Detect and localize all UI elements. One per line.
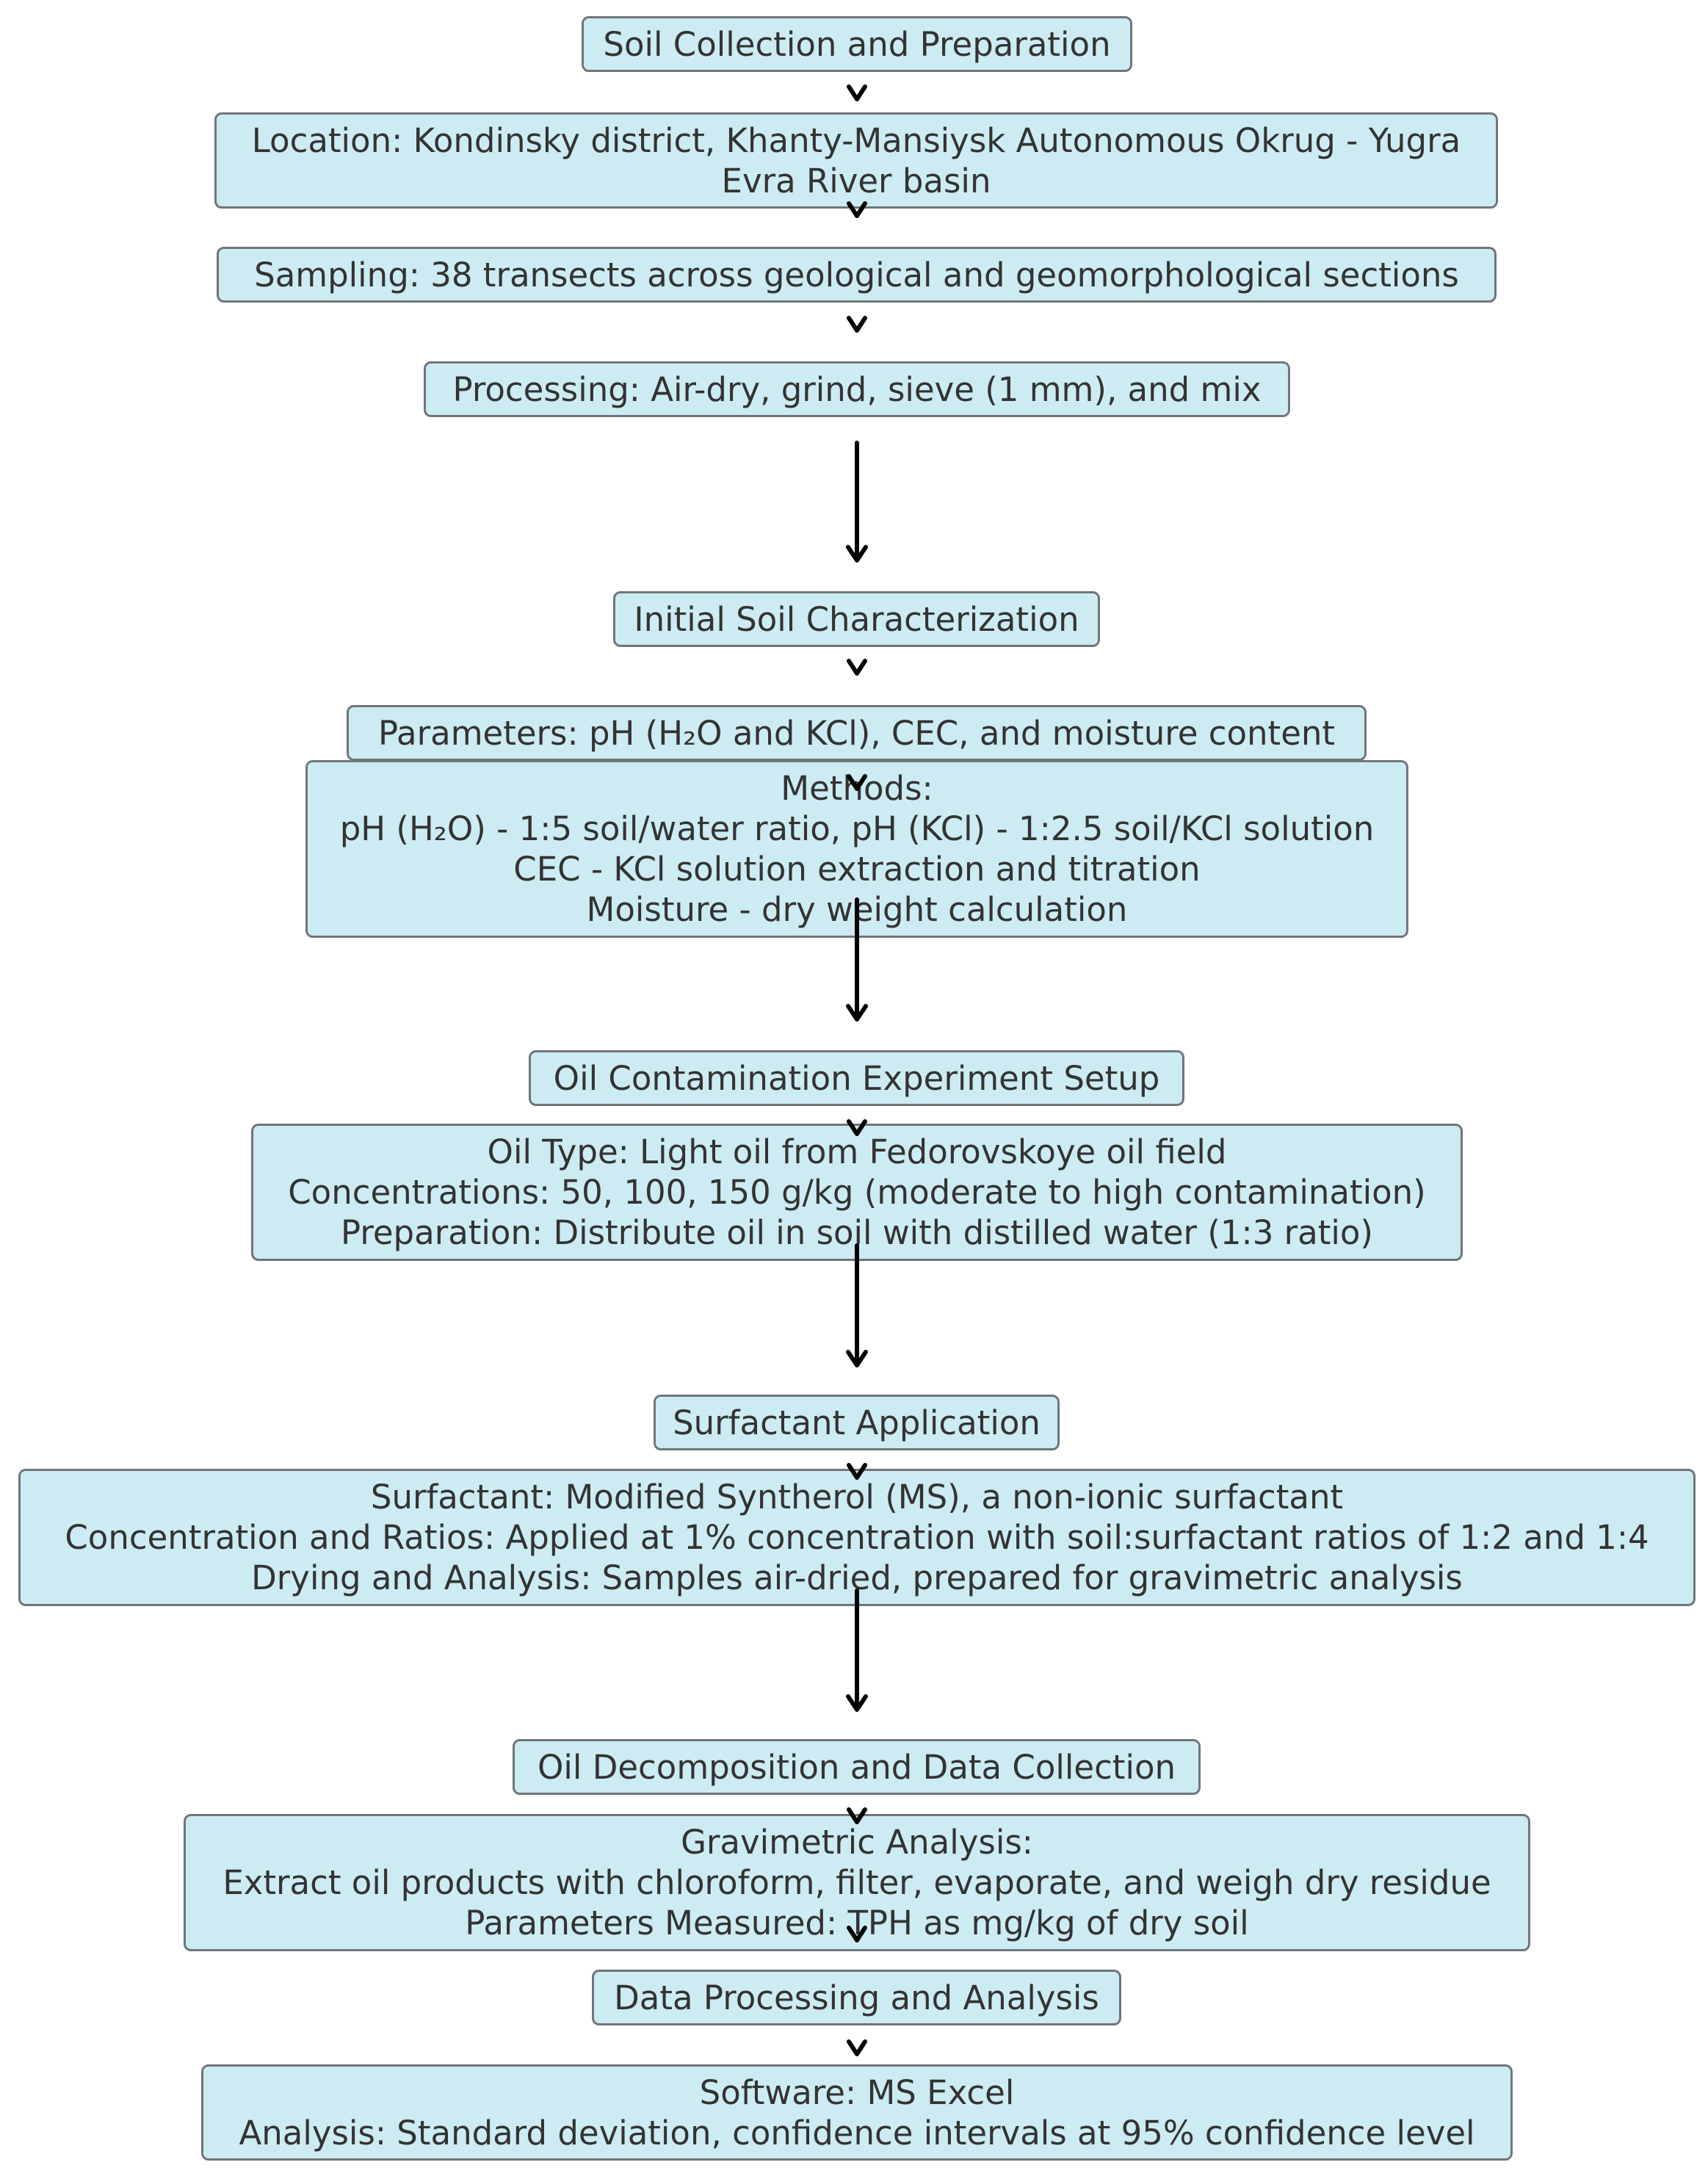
node-text-line: Oil Type: Light oil from Fedorovskoye oi… <box>487 1132 1227 1171</box>
node-text-line: Drying and Analysis: Samples air-dried, … <box>251 1558 1463 1597</box>
node-text-line: Surfactant Application <box>673 1403 1041 1442</box>
node-processing: Processing: Air-dry, grind, sieve (1 mm)… <box>424 361 1290 417</box>
node-initial-characterization: Initial Soil Characterization <box>613 591 1100 647</box>
arrow-soil-to-location <box>847 84 867 101</box>
node-parameters: Parameters: pH (H₂O and KCl), CEC, and m… <box>347 705 1367 761</box>
node-text-line: Software: MS Excel <box>699 2072 1015 2112</box>
node-text-line: Sampling: 38 transects across geological… <box>254 255 1459 294</box>
node-text-line: Evra River basin <box>721 161 991 200</box>
node-text-line: Oil Contamination Experiment Setup <box>553 1058 1160 1098</box>
node-text-line: CEC - KCl solution extraction and titrat… <box>513 850 1201 889</box>
arrow-initial-to-parameters <box>847 659 867 676</box>
node-sampling: Sampling: 38 transects across geological… <box>217 247 1497 303</box>
node-text-line: pH (H₂O) - 1:5 soil/water ratio, pH (KCl… <box>339 809 1375 848</box>
node-text-line: Initial Soil Characterization <box>634 599 1079 639</box>
node-text-line: Methods: <box>781 769 933 808</box>
node-oil-decomposition: Oil Decomposition and Data Collection <box>513 1739 1201 1795</box>
node-oil-type: Oil Type: Light oil from Fedorovskoye oi… <box>251 1124 1463 1261</box>
node-oil-setup: Oil Contamination Experiment Setup <box>529 1050 1184 1106</box>
node-text-line: Concentrations: 50, 100, 150 g/kg (moder… <box>288 1173 1426 1212</box>
node-text-line: Location: Kondinsky district, Khanty-Man… <box>251 120 1461 160</box>
node-text-line: Preparation: Distribute oil in soil with… <box>341 1213 1373 1252</box>
node-surfactant-application: Surfactant Application <box>654 1395 1060 1450</box>
node-text-line: Oil Decomposition and Data Collection <box>537 1747 1176 1787</box>
node-text-line: Data Processing and Analysis <box>614 1978 1099 2017</box>
node-gravimetric: Gravimetric Analysis: Extract oil produc… <box>184 1814 1530 1951</box>
node-methods: Methods: pH (H₂O) - 1:5 soil/water ratio… <box>305 760 1408 938</box>
arrow-data-to-software <box>847 2039 867 2056</box>
node-text-line: Soil Collection and Preparation <box>603 24 1111 64</box>
node-surfactant: Surfactant: Modified Syntherol (MS), a n… <box>18 1469 1696 1606</box>
node-text-line: Parameters Measured: TPH as mg/kg of dry… <box>465 1904 1249 1942</box>
arrow-processing-to-initial <box>846 441 868 563</box>
node-location: Location: Kondinsky district, Khanty-Man… <box>214 112 1498 209</box>
node-data-processing: Data Processing and Analysis <box>592 1970 1121 2025</box>
node-text-line: Concentration and Ratios: Applied at 1% … <box>65 1518 1649 1557</box>
node-text-line: Moisture - dry weight calculation <box>586 890 1128 929</box>
arrow-surfactant-to-decomp <box>846 1588 868 1712</box>
node-text-line: Surfactant: Modified Syntherol (MS), a n… <box>370 1478 1344 1517</box>
node-text-line: Processing: Air-dry, grind, sieve (1 mm)… <box>452 369 1262 409</box>
node-text-line: Extract oil products with chloroform, fi… <box>222 1863 1491 1902</box>
node-text-line: Gravimetric Analysis: <box>681 1823 1033 1862</box>
node-soil-collection: Soil Collection and Preparation <box>582 16 1132 72</box>
node-software: Software: MS Excel Analysis: Standard de… <box>201 2064 1513 2161</box>
node-text-line: Parameters: pH (H₂O and KCl), CEC, and m… <box>377 713 1336 753</box>
arrow-sampling-to-processing <box>847 316 867 333</box>
node-text-line: Analysis: Standard deviation, confidence… <box>239 2113 1475 2152</box>
arrow-oiltype-to-surfapp <box>846 1243 868 1367</box>
